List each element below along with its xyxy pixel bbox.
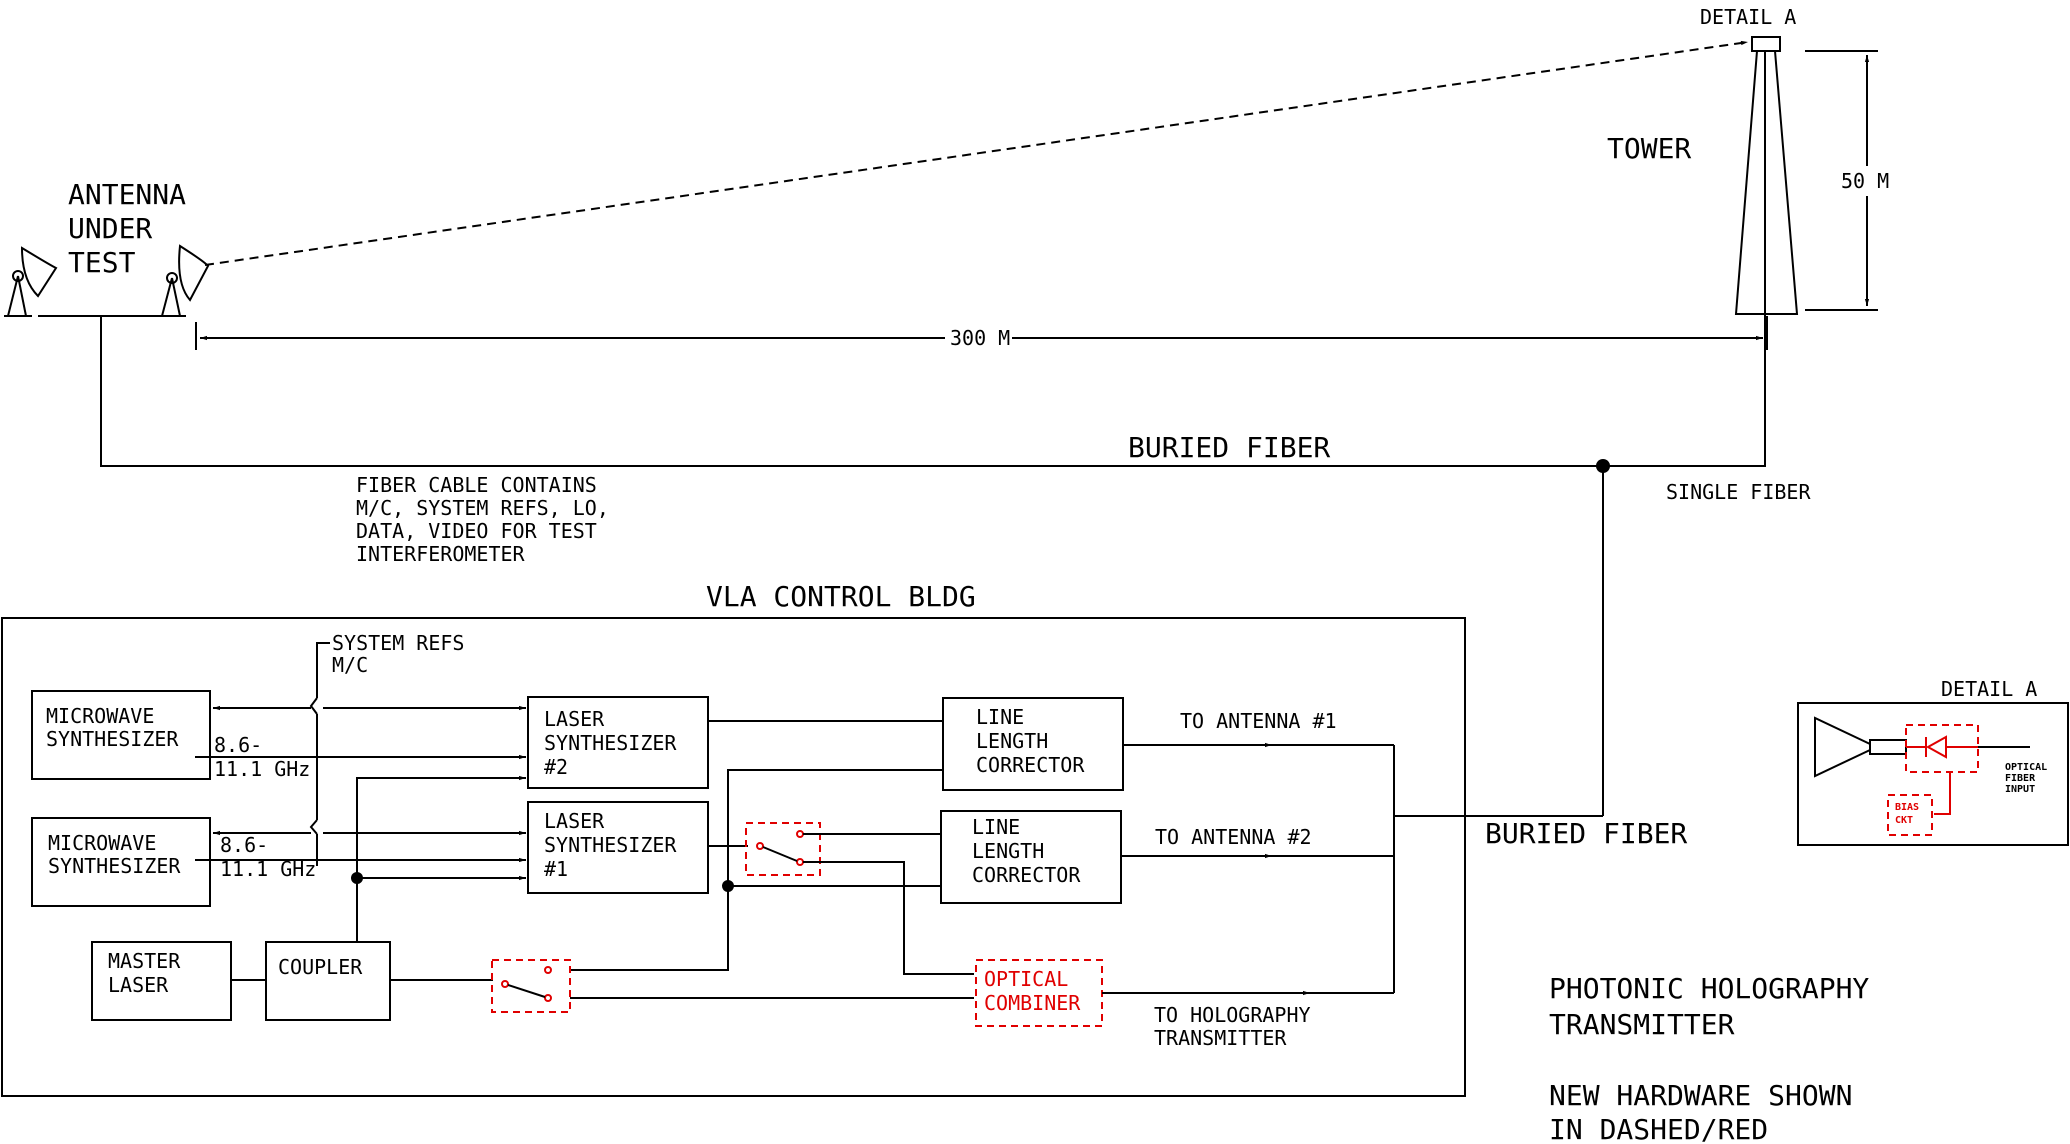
antenna-dish-icon <box>158 244 210 317</box>
buried-fiber-label: BURIED FIBER <box>1128 431 1330 464</box>
laser-synthesizer-2 <box>527 696 709 789</box>
master-laser <box>91 941 232 1021</box>
line-of-sight <box>204 40 1749 266</box>
line-length-corrector-bottom-label: LINE LENGTH CORRECTOR <box>972 815 1081 887</box>
diagram-title: PHOTONIC HOLOGRAPHY TRANSMITTER <box>1549 972 1886 1041</box>
system-refs-label: SYSTEM REFS M/C <box>332 631 477 677</box>
tower-label: TOWER <box>1607 132 1691 165</box>
bias-circuit-label: BIAS CKT <box>1895 802 1925 826</box>
detail-a-label: DETAIL A <box>1700 5 1796 29</box>
bias-circuit <box>1887 794 1933 836</box>
tower: DETAIL A TOWER 50 M <box>1607 5 1889 315</box>
microwave-synthesizer-bottom-label: MICROWAVE SYNTHESIZER <box>48 831 181 878</box>
master-laser-label: MASTER LASER <box>108 949 192 997</box>
photodiode-icon <box>1906 735 2030 759</box>
antenna-dish-icon <box>4 246 58 317</box>
freq-range-top-label: 8.6- 11.1 GHz <box>214 733 310 781</box>
laser-synthesizer-1 <box>527 801 709 894</box>
buried-fiber-label-lower: BURIED FIBER <box>1485 817 1687 850</box>
line-length-corrector-top-label: LINE LENGTH CORRECTOR <box>976 705 1085 777</box>
to-antenna-2-label: TO ANTENNA #2 <box>1155 825 1312 849</box>
distance-dimension: 300 M <box>195 316 1768 350</box>
optical-switch-upper <box>745 822 821 876</box>
fiber-cable-note: FIBER CABLE CONTAINS M/C, SYSTEM REFS, L… <box>356 473 621 566</box>
single-fiber-label: SINGLE FIBER <box>1666 480 1811 504</box>
legend-note: NEW HARDWARE SHOWN IN DASHED/RED <box>1549 1079 1869 1144</box>
freq-range-bottom-label: 8.6- 11.1 GHz <box>220 833 316 881</box>
microwave-synthesizer-top-label: MICROWAVE SYNTHESIZER <box>46 704 179 751</box>
horn-antenna-icon <box>1814 716 1907 778</box>
buried-fiber-route: BURIED FIBER SINGLE FIBER FIBER CABLE CO… <box>100 314 1811 816</box>
coupler <box>265 941 391 1021</box>
laser-synthesizer-2-label: LASER SYNTHESIZER #2 <box>544 707 689 779</box>
height-label: 50 M <box>1841 169 1889 193</box>
vla-control-building: VLA CONTROL BLDG SYSTEM REFS M/C MICROWA… <box>1 580 1603 1097</box>
optical-switch-lower <box>491 959 571 1013</box>
line-length-corrector-top <box>942 697 1124 791</box>
photodiode-box <box>1905 724 1979 773</box>
line-length-corrector-bottom <box>940 810 1122 904</box>
coupler-label: COUPLER <box>278 955 363 979</box>
building-title: VLA CONTROL BLDG <box>706 580 976 613</box>
detail-a: DETAIL A BIAS CKT OPTICAL FIBER INPUT <box>1797 677 2069 846</box>
antenna-under-test-group: ANTENNA UNDER TEST <box>4 178 210 317</box>
optical-combiner-label: OPTICAL COMBINER <box>984 967 1081 1015</box>
microwave-synthesizer-bottom <box>31 817 211 907</box>
antenna-under-test-label: ANTENNA UNDER TEST <box>68 178 203 279</box>
laser-synthesizer-1-label: LASER SYNTHESIZER #1 <box>544 809 689 881</box>
distance-label: 300 M <box>950 326 1010 350</box>
microwave-synthesizer-top <box>31 690 211 780</box>
to-holography-label: TO HOLOGRAPHY TRANSMITTER <box>1154 1003 1323 1050</box>
to-antenna-1-label: TO ANTENNA #1 <box>1180 709 1337 733</box>
fiber-input-label: OPTICAL FIBER INPUT <box>2005 762 2053 795</box>
detail-a-title: DETAIL A <box>1941 677 2037 701</box>
